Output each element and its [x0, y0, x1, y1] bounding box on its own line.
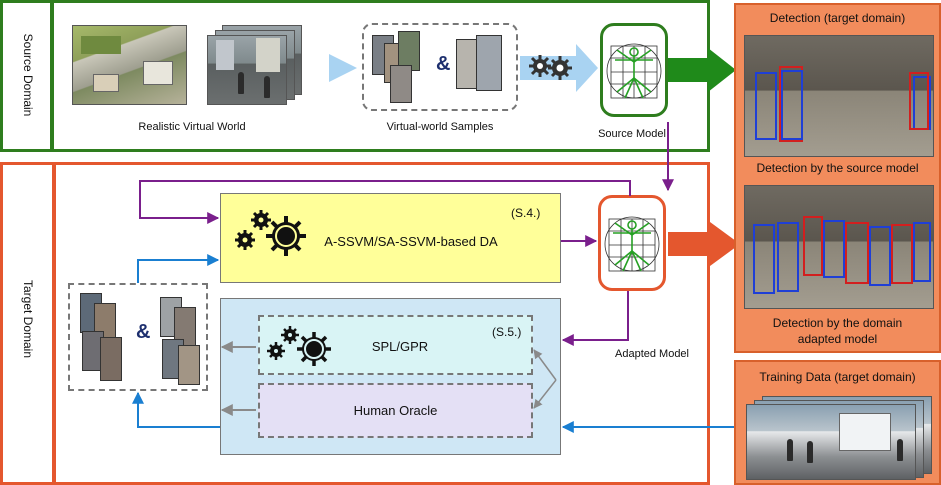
source-model-box: [600, 23, 668, 117]
green-arrow: [668, 48, 736, 92]
gears-icon-small: [529, 55, 572, 80]
adapted-detection-caption-line1: Detection by the domain: [772, 316, 903, 330]
adapted-model-box: [598, 195, 666, 291]
source-detection-image: [744, 35, 934, 157]
world-caption: Realistic Virtual World: [138, 121, 246, 133]
ampersand-symbol: &: [436, 53, 451, 75]
spl-box: (S.5.) SPL/GPR: [258, 315, 533, 375]
spl-oracle-box: (S.5.) SPL/GPR Human Oracle: [220, 298, 561, 455]
gears-icon-assvm: [235, 210, 306, 256]
target-samples-box: &: [68, 283, 208, 391]
assvm-title: A-SSVM/SA-SSVM-based DA: [324, 234, 498, 249]
assvm-box: (S.4.) A-SSVM/SA-SSVM-based DA: [220, 193, 561, 283]
target-ampersand-symbol: &: [136, 321, 151, 343]
adapted-detection-image: [744, 185, 934, 309]
vitruvian-model-icon: [606, 43, 662, 99]
training-image: [746, 404, 916, 480]
detection-panel: Detection (target domain) Detection by t…: [734, 3, 941, 353]
source-model-caption: Source Model: [598, 128, 666, 140]
oracle-box: Human Oracle: [258, 383, 533, 438]
training-panel: Training Data (target domain): [734, 360, 941, 485]
vitruvian-adapted-icon: [604, 216, 660, 272]
source-detection-caption: Detection by the source model: [756, 161, 919, 175]
virtual-samples-box: &: [362, 23, 518, 111]
detection-panel-title: Detection (target domain): [769, 11, 906, 25]
spl-title: SPL/GPR: [371, 339, 429, 354]
virtual-street-image: [207, 35, 287, 105]
adapted-detection-caption-line2: adapted model: [797, 332, 878, 346]
adapted-model-caption: Adapted Model: [615, 348, 689, 360]
assvm-section-label: (S.4.): [511, 206, 541, 220]
virtual-city-image: [72, 25, 187, 105]
light-blue-arrow-1: [329, 54, 357, 82]
training-panel-title: Training Data (target domain): [759, 370, 916, 384]
gears-icon-spl: [267, 326, 331, 366]
spl-section-label: (S.5.): [492, 325, 522, 339]
target-domain-frame: [53, 162, 710, 485]
samples-caption: Virtual-world Samples: [386, 121, 494, 133]
oracle-title: Human Oracle: [353, 403, 438, 418]
